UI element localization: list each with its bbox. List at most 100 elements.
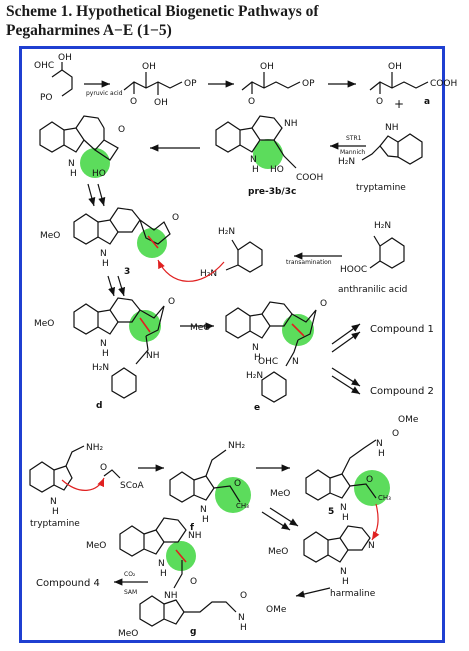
- row2-labels: O N H HO NH N H HO COOH pre-3b/3c NH H₂N…: [68, 119, 406, 197]
- ome-label-5: OMe: [398, 415, 419, 425]
- ch3-label-f: CH₃: [236, 502, 249, 510]
- n-label-e2: N: [292, 357, 299, 367]
- op-label-1: OP: [184, 79, 197, 89]
- o-label-3: O: [376, 97, 383, 107]
- n-label-3: N: [100, 249, 107, 259]
- compound-d-label: d: [96, 401, 102, 411]
- nh-label-trp: NH: [385, 123, 399, 133]
- meo-label-e: MeO: [190, 323, 210, 333]
- n-label-g2: N: [238, 613, 245, 623]
- arrow-down-1b: [97, 183, 106, 207]
- row5-labels: NH₂ N H tryptamine O SCoA NH₂ N H O CH₃ …: [30, 415, 419, 599]
- o-label-e: O: [320, 299, 327, 309]
- meo-label-g1: MeO: [86, 541, 106, 551]
- highlight-3: [137, 228, 167, 258]
- sam-label: SAM: [124, 589, 137, 596]
- h-label-3: H: [102, 259, 109, 269]
- h2n-label-anth: H₂N: [374, 221, 391, 231]
- oh-label-5: OH: [388, 62, 402, 72]
- meo-label-g2: MeO: [118, 629, 138, 639]
- ome-label-g: OMe: [266, 605, 287, 615]
- arrow-e-to-1a: [331, 323, 361, 345]
- row6-structures: [119, 517, 237, 627]
- h2n-label-trp: H₂N: [338, 157, 355, 167]
- tryptamine-label-2: tryptamine: [30, 519, 80, 529]
- highlight-5: [354, 470, 390, 506]
- h-label-pre: H: [252, 165, 259, 175]
- arrow-red-attack-3: [157, 259, 225, 282]
- h-label-g1: H: [160, 569, 167, 579]
- row3-structures: [73, 207, 405, 273]
- co2-label: CO₂: [124, 571, 136, 578]
- h2n-label-e: H₂N: [246, 371, 263, 381]
- nh-label-trp2: N: [50, 497, 57, 507]
- po-label: PO: [40, 93, 53, 103]
- hooc-label-anth: HOOC: [340, 265, 367, 275]
- meo-label-d: MeO: [34, 319, 54, 329]
- h-label-5b: H: [342, 513, 349, 523]
- oh-label-2: OH: [142, 62, 156, 72]
- n-label-g1: N: [158, 559, 165, 569]
- hn-label-g: NH: [164, 591, 178, 601]
- compound-f-label: f: [190, 523, 194, 533]
- nh-label-tetra: N: [68, 159, 75, 169]
- scheme-title: Scheme 1. Hypothetical Biogenetic Pathwa…: [6, 2, 426, 40]
- arrow-e-to-2b: [331, 375, 361, 395]
- h2n-label-diamine-1: H₂N: [218, 227, 235, 237]
- n-label-5b: N: [340, 503, 347, 513]
- h2n-label-diamine-2: H₂N: [200, 269, 217, 279]
- arrow-f-to-harm-2: [269, 507, 299, 527]
- o-label-g: O: [190, 577, 197, 587]
- row5-structures: [29, 439, 377, 563]
- n-label-d: N: [100, 339, 107, 349]
- nh2-label-trp2: NH₂: [86, 443, 104, 453]
- cooh-label-a: COOH: [430, 79, 457, 89]
- plus-sign: +: [394, 97, 404, 111]
- scheme-title-line1: Scheme 1. Hypothetical Biogenetic Pathwa…: [6, 3, 319, 20]
- h-label-trp2: H: [52, 507, 59, 517]
- arrow-down-1a: [87, 183, 96, 207]
- o-label-3b: O: [172, 213, 179, 223]
- compound-3-label: 3: [124, 267, 130, 277]
- transamination-label: transamination: [286, 259, 332, 266]
- pre3b3c-label: pre-3b/3c: [248, 187, 296, 197]
- pyruvic-acid-label: pyruvic acid: [86, 90, 123, 97]
- n-label-pre: N: [250, 155, 257, 165]
- h-label-harm: H: [342, 577, 349, 587]
- h-label-5a: H: [378, 449, 385, 459]
- oh-label-1: OH: [58, 53, 72, 63]
- scheme-title-line2: Pegaharmines A−E (1−5): [6, 22, 172, 39]
- h2n-label-d: H₂N: [92, 363, 109, 373]
- h-label-e: H: [254, 353, 261, 363]
- n-label-f: N: [200, 505, 207, 515]
- arrow-e-to-2a: [331, 367, 361, 387]
- mannich-label: Mannich: [340, 149, 365, 156]
- row5-arrows: [61, 464, 380, 598]
- n-label-harm-1: N: [340, 567, 347, 577]
- arrow-down-2b: [117, 275, 126, 297]
- meo-label-3: MeO: [40, 231, 60, 241]
- o-label-2: O: [248, 97, 255, 107]
- row4-arrows: [180, 322, 361, 395]
- o-label-lactam: O: [118, 125, 125, 135]
- oh-label-4: OH: [260, 62, 274, 72]
- nh-label-g1: NH: [188, 531, 202, 541]
- compound-2-label: Compound 2: [370, 386, 434, 397]
- row2-arrows: [87, 142, 366, 207]
- compound-4-label: Compound 4: [36, 578, 100, 589]
- h-label-tetra: H: [70, 169, 77, 179]
- row3-labels: MeO N H O 3 H₂N H₂N H₂N HOOC anthranilic…: [40, 213, 407, 295]
- compound-5-label: 5: [328, 507, 334, 517]
- o-label-f: O: [234, 479, 241, 489]
- n-label-harm-2: N: [368, 541, 375, 551]
- op-label-2: OP: [302, 79, 315, 89]
- row4-structures: [73, 297, 317, 403]
- arrow-down-2a: [107, 275, 116, 297]
- h-label-d: H: [102, 349, 109, 359]
- red-bonds: [139, 235, 305, 563]
- str1-label: STR1: [346, 135, 362, 142]
- arrow-red-trp-attack: [61, 477, 105, 491]
- ohc-label: OHC: [34, 61, 54, 71]
- ho-label-tetra: HO: [92, 169, 106, 179]
